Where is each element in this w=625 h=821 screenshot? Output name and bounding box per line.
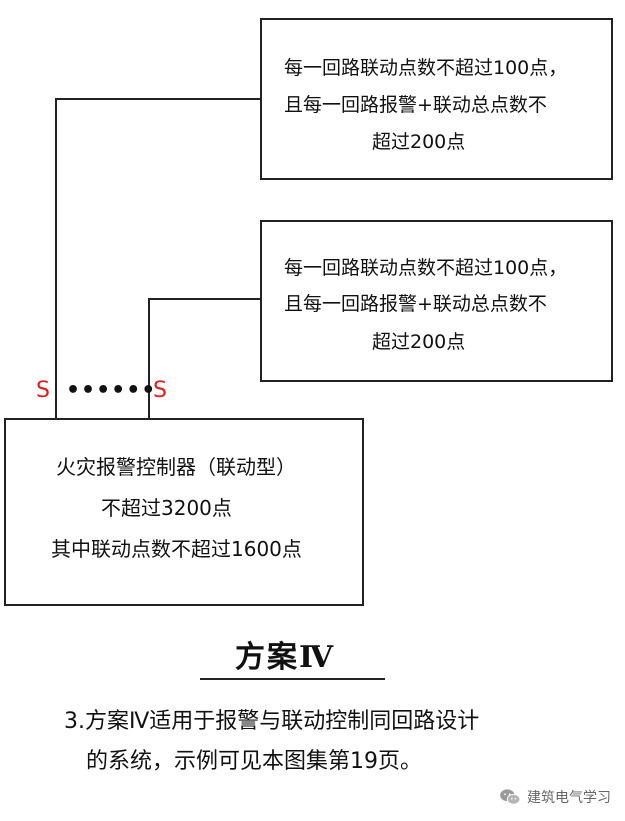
watermark-text: 建筑电气学习: [527, 790, 611, 806]
caption-line-2: 的系统，示例可见本图集第19页。: [86, 749, 422, 774]
loop-ellipsis: ••••••: [66, 378, 157, 403]
scheme-title: 方案Ⅳ: [235, 640, 336, 675]
wiring-diagram: 每一回路联动点数不超过100点， 且每一回路报警+联动总点数不 超过200点 每…: [4, 18, 613, 606]
controller-linkage-capacity: 其中联动点数不超过1600点: [51, 537, 302, 561]
loop-box-middle: 每一回路联动点数不超过100点， 且每一回路报警+联动总点数不 超过200点: [260, 220, 613, 382]
loop-box-middle-line-2: 且每一回路报警+联动总点数不: [284, 293, 547, 315]
caption: 3.方案Ⅳ适用于报警与联动控制同回路设计 的系统，示例可见本图集第19页。: [64, 702, 479, 782]
controller-box: 火灾报警控制器（联动型） 不超过3200点 其中联动点数不超过1600点: [4, 418, 364, 606]
loop-wire-left-vertical: [55, 98, 57, 420]
wechat-icon: [500, 789, 521, 805]
loop-box-top: 每一回路联动点数不超过100点， 且每一回路报警+联动总点数不 超过200点: [260, 18, 613, 180]
watermark: 建筑电气学习: [499, 787, 611, 807]
controller-capacity: 不超过3200点: [101, 496, 232, 520]
loop-box-top-line-1: 每一回路联动点数不超过100点，: [284, 57, 568, 79]
loop-wire-left-horizontal: [55, 98, 260, 100]
controller-title: 火灾报警控制器（联动型）: [56, 455, 296, 479]
loop-box-top-line-2: 且每一回路报警+联动总点数不: [284, 94, 547, 116]
loop-marker-s-right: S: [153, 378, 167, 403]
loop-marker-s-left: S: [36, 378, 50, 403]
loop-wire-right-vertical: [148, 298, 150, 420]
loop-wire-right-horizontal: [148, 298, 260, 300]
caption-line-1: 3.方案Ⅳ适用于报警与联动控制同回路设计: [64, 709, 480, 734]
loop-box-middle-line-3: 超过200点: [372, 331, 466, 353]
loop-box-top-line-3: 超过200点: [372, 131, 466, 153]
scheme-title-underline: [200, 678, 385, 680]
loop-box-middle-line-1: 每一回路联动点数不超过100点，: [284, 257, 568, 279]
